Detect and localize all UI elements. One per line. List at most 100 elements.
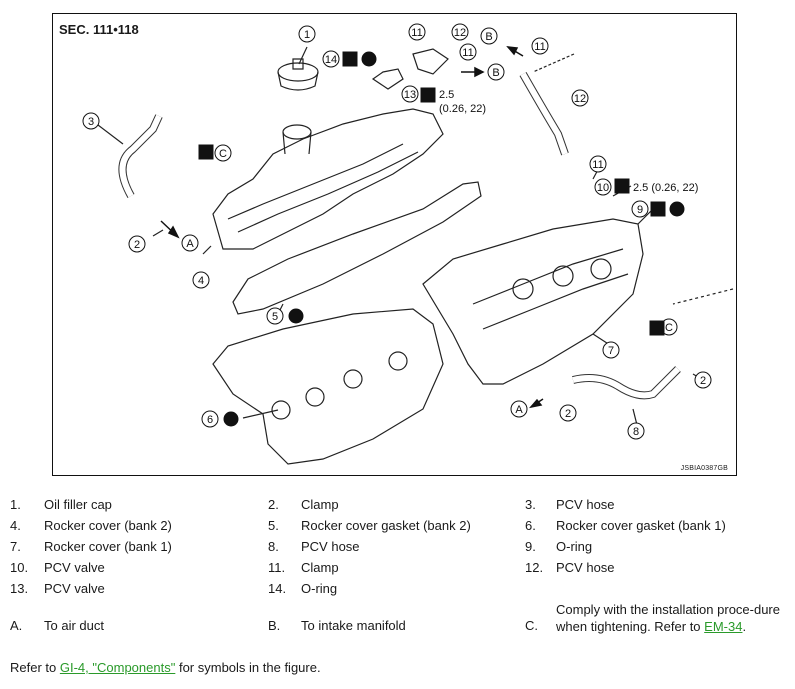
svg-text:11: 11 xyxy=(534,41,545,53)
legend-label: Clamp xyxy=(301,560,339,575)
legend-number: 4. xyxy=(10,518,21,533)
wrench-icon xyxy=(420,87,436,103)
svg-text:6: 6 xyxy=(207,414,213,426)
legend-number: 10. xyxy=(10,560,29,575)
no-reuse-x-icon xyxy=(288,308,304,324)
svg-text:2: 2 xyxy=(700,375,706,387)
svg-text:12: 12 xyxy=(454,27,466,39)
callout-4: 4 xyxy=(192,271,210,289)
callout-2c: 2 xyxy=(559,404,577,422)
symbol-icons xyxy=(198,51,685,427)
torque-value-2: 2.5 (0.26, 22) xyxy=(633,182,698,194)
svg-text:11: 11 xyxy=(592,159,603,171)
callout-1: 1 xyxy=(298,25,316,43)
legend-label: PCV hose xyxy=(301,539,360,554)
svg-text:C: C xyxy=(219,148,227,160)
wrench-icon xyxy=(198,144,214,160)
svg-text:5: 5 xyxy=(272,311,278,323)
legend-number: 5. xyxy=(268,518,279,533)
svg-text:7: 7 xyxy=(608,345,614,357)
legend-number: 6. xyxy=(525,518,536,533)
torque-value-1-sub: (0.26, 22) xyxy=(439,103,486,115)
svg-text:1: 1 xyxy=(304,29,310,41)
figure-code: JSBIA0387GB xyxy=(680,465,728,472)
svg-text:13: 13 xyxy=(404,89,416,101)
svg-text:8: 8 xyxy=(633,426,639,438)
callout-14: 14 xyxy=(322,50,340,68)
rocker-cover-bank1 xyxy=(422,218,644,385)
legend-c-note: Comply with the installation proce-dure … xyxy=(556,601,786,635)
refer-prefix: Refer to xyxy=(10,660,57,675)
no-reuse-x-icon xyxy=(361,51,377,67)
symbols-reference: Refer to GI-4, "Components" for symbols … xyxy=(10,660,321,675)
gi-4-components-link[interactable]: GI-4, "Components" xyxy=(59,660,176,675)
legend-label: PCV hose xyxy=(556,560,615,575)
oil-filler-neck xyxy=(282,124,312,140)
legend-label: Rocker cover gasket (bank 2) xyxy=(301,518,471,533)
callout-3: 3 xyxy=(82,112,100,130)
svg-text:2: 2 xyxy=(134,239,140,251)
callout-12b: 12 xyxy=(571,89,589,107)
callout-2a: 2 xyxy=(128,235,146,253)
legend-letter: C. xyxy=(525,618,538,633)
no-reuse-icon xyxy=(650,201,666,217)
no-reuse-x-icon xyxy=(223,411,239,427)
section-label: SEC. 111•118 xyxy=(59,22,139,37)
letter-B-top: B xyxy=(480,27,498,45)
callout-11b: 11 xyxy=(408,23,426,41)
legend-label: To air duct xyxy=(44,618,104,633)
svg-text:3: 3 xyxy=(88,116,94,128)
legend-number: 14. xyxy=(268,581,287,596)
callout-7: 7 xyxy=(602,341,620,359)
svg-text:B: B xyxy=(485,31,492,43)
gasket-bank2 xyxy=(232,181,482,315)
callout-5: 5 xyxy=(266,307,284,325)
callout-2b: 2 xyxy=(694,371,712,389)
letter-A-left: A xyxy=(181,234,199,252)
legend-number: 1. xyxy=(10,497,21,512)
legend-label: To intake manifold xyxy=(301,618,406,633)
rocker-cover-bank2 xyxy=(212,108,444,250)
callout-11d: 11 xyxy=(531,37,549,55)
legend-number: 12. xyxy=(525,560,544,575)
letter-B-right: B xyxy=(487,63,505,81)
legend-number: 7. xyxy=(10,539,21,554)
exploded-view-figure: 1 2 3 4 5 6 7 8 9 10 11 11 11 11 12 12 1… xyxy=(52,13,737,476)
svg-text:9: 9 xyxy=(637,204,643,216)
letter-A-right: A xyxy=(510,400,528,418)
legend-label: PCV valve xyxy=(44,560,105,575)
callout-6: 6 xyxy=(201,410,219,428)
svg-text:C: C xyxy=(665,322,673,334)
wrench-icon xyxy=(614,178,630,194)
legend-label: Rocker cover (bank 2) xyxy=(44,518,172,533)
legend-c-end: . xyxy=(742,619,747,634)
legend-label: PCV hose xyxy=(556,497,615,512)
gasket-bank1 xyxy=(212,308,444,465)
legend-label: Rocker cover gasket (bank 1) xyxy=(556,518,726,533)
callout-11c: 11 xyxy=(459,43,477,61)
callout-12a: 12 xyxy=(451,23,469,41)
svg-text:B: B xyxy=(492,67,499,79)
no-reuse-x-icon xyxy=(669,201,685,217)
em-34-link[interactable]: EM-34 xyxy=(704,619,743,634)
legend-number: 9. xyxy=(525,539,536,554)
legend-label: O-ring xyxy=(301,581,338,596)
legend-number: 3. xyxy=(525,497,536,512)
svg-text:4: 4 xyxy=(198,275,204,287)
svg-text:A: A xyxy=(186,238,194,250)
engine-rocker-cover-diagram: 1 2 3 4 5 6 7 8 9 10 11 11 11 11 12 12 1… xyxy=(82,23,734,465)
svg-text:2: 2 xyxy=(565,408,571,420)
legend-label: Clamp xyxy=(301,497,339,512)
svg-text:11: 11 xyxy=(462,47,473,59)
legend-c-text: Comply with the installation proce-dure … xyxy=(556,602,780,634)
svg-text:A: A xyxy=(515,404,523,416)
legend-label: PCV valve xyxy=(44,581,105,596)
legend-number: 11. xyxy=(268,560,286,575)
svg-text:11: 11 xyxy=(411,27,422,39)
legend-number: 8. xyxy=(268,539,279,554)
legend-label: Rocker cover (bank 1) xyxy=(44,539,172,554)
callout-8: 8 xyxy=(627,422,645,440)
refer-suffix: for symbols in the figure. xyxy=(178,660,321,675)
legend-number: 13. xyxy=(10,581,29,596)
legend-letter: A. xyxy=(10,618,23,633)
